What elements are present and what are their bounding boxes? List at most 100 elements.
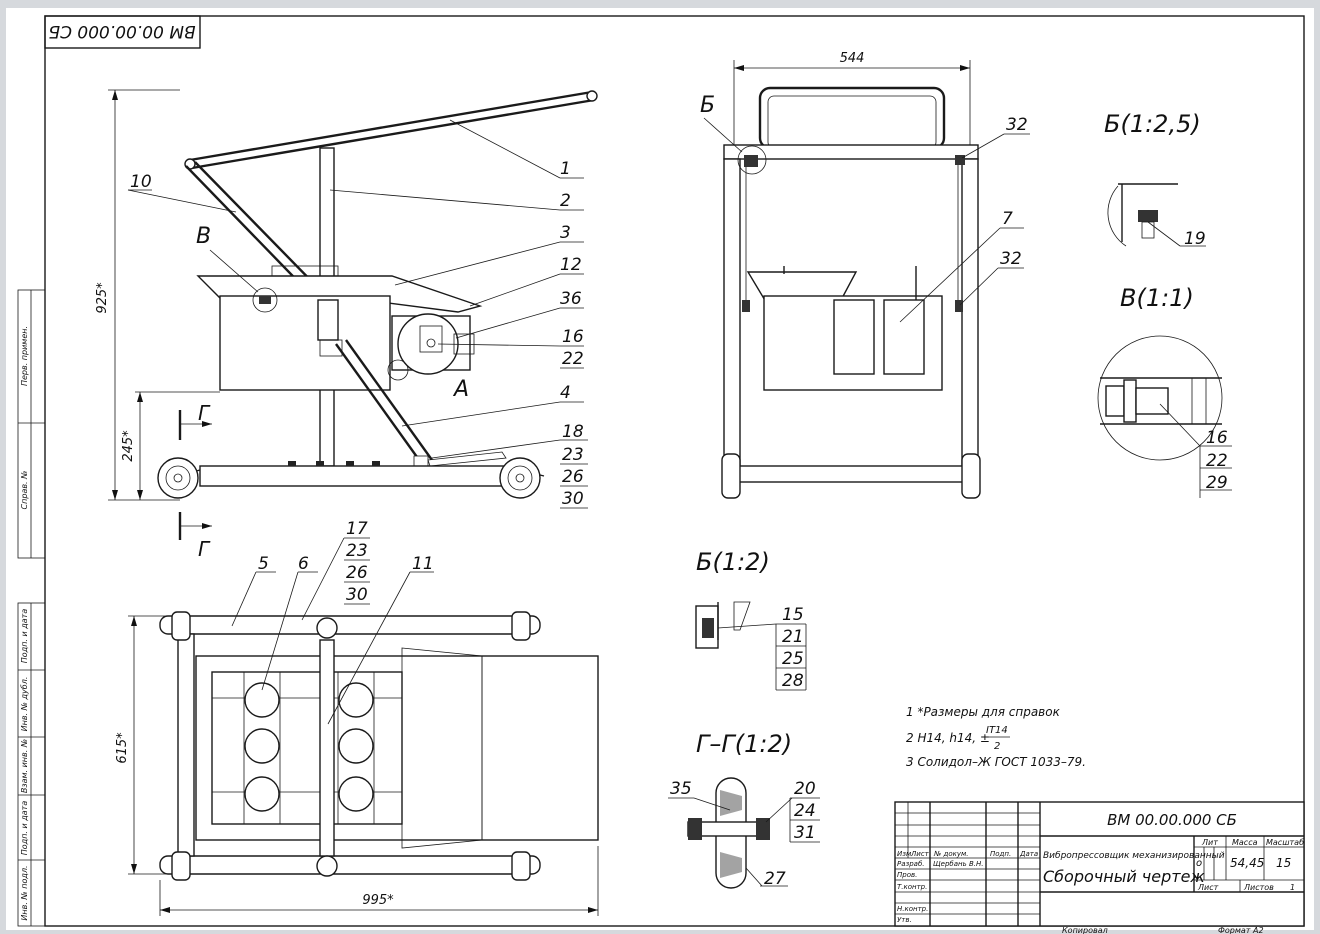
leader-6: 6 — [298, 554, 309, 574]
tb-row-utv: Утв. — [897, 916, 912, 924]
plan-leaders: 17 23 26 30 5 6 11 — [231, 519, 434, 725]
title-block: Изм Лист № докум. Подп. Дата Разраб. Щер… — [894, 801, 1305, 927]
tb-col-doc: № докум. — [933, 850, 969, 858]
leader-v-16: 16 — [1206, 428, 1228, 448]
leader-15: 15 — [782, 605, 804, 625]
tb-code: ВМ 00.00.000 СБ — [1107, 811, 1237, 829]
leader-20: 20 — [794, 779, 816, 799]
leader-35: 35 — [670, 779, 692, 799]
rear-leaders: 32 7 32 — [899, 115, 1030, 323]
tb-doc-type: Сборочный чертеж — [1043, 867, 1205, 886]
tb-sheets-value: 1 — [1290, 883, 1295, 892]
side-strip: Перв. примен. Справ. № Подп. и дата Инв.… — [17, 289, 46, 927]
detail-v11: В(1:1) 16 22 29 — [1097, 284, 1232, 498]
front-view — [157, 90, 598, 499]
note-1: 1 *Размеры для справок — [906, 705, 1061, 719]
title-detail-b12: Б(1:2) — [696, 548, 770, 576]
leader-32b: 32 — [1000, 249, 1022, 269]
leader-1: 1 — [560, 159, 571, 179]
leader-26: 26 — [562, 467, 584, 487]
label-b-rear: Б — [700, 93, 715, 118]
leader-4: 4 — [560, 383, 571, 403]
leader-v-22: 22 — [1206, 451, 1228, 471]
rotated-code-box: ВМ 00.00.000 СБ — [44, 15, 201, 49]
tb-scale-value: 15 — [1276, 856, 1291, 870]
title-section-gg: Г–Г(1:2) — [696, 730, 792, 758]
front-dimensions: 925* 245* — [95, 89, 220, 501]
title-detail-b25: Б(1:2,5) — [1104, 110, 1201, 138]
tb-mass-value: 54,45 — [1230, 856, 1264, 870]
label-g-bottom: Г — [198, 537, 211, 561]
leader-12: 12 — [560, 255, 582, 275]
label-g-top: Г — [198, 401, 211, 425]
section-g-marks: Г Г — [178, 401, 212, 561]
leader-23: 23 — [562, 445, 584, 465]
leader-p-23: 23 — [346, 541, 368, 561]
tb-row-nkontr: Н.контр. — [897, 905, 928, 913]
title-detail-v11: В(1:1) — [1120, 284, 1194, 312]
leader-25: 25 — [782, 649, 804, 669]
tb-row-razrab: Разраб. — [897, 860, 925, 868]
leader-19: 19 — [1184, 229, 1206, 249]
leader-31: 31 — [794, 823, 816, 843]
dim-615: 615* — [115, 732, 130, 764]
label-v-front: В — [196, 224, 211, 249]
plan-dimensions: 615* 995* — [115, 615, 599, 916]
front-leaders: 1 2 3 12 36 16 22 4 18 23 26 30 10 — [127, 119, 588, 509]
leader-24: 24 — [794, 801, 816, 821]
detail-b12: Б(1:2) 15 21 25 28 — [695, 548, 807, 691]
note-2-den: 2 — [994, 741, 1000, 752]
leader-36: 36 — [560, 289, 582, 309]
leader-7: 7 — [1002, 209, 1013, 229]
tb-col-list: Лист — [910, 850, 930, 858]
note-2-num: IT14 — [986, 725, 1008, 736]
tb-scale-header: Масштаб — [1266, 838, 1304, 847]
dim-995: 995* — [362, 893, 394, 908]
leader-17: 17 — [346, 519, 368, 539]
tb-col-izm: Изм — [897, 850, 912, 858]
tb-copied: Копировал — [1062, 926, 1108, 934]
tb-sheet-label: Лист — [1197, 883, 1219, 892]
rotated-code-text: ВМ 00.00.000 СБ — [48, 21, 195, 41]
strip-sprav-no: Справ. № — [20, 471, 29, 510]
tb-mass-header: Масса — [1232, 838, 1258, 847]
note-2: 2 Н14, h14, ± — [906, 731, 990, 745]
strip-perv-primen: Перв. примен. — [20, 326, 29, 386]
label-a-front: А — [452, 377, 469, 402]
dim-245: 245* — [121, 430, 136, 462]
tb-format: Формат А2 — [1218, 926, 1264, 934]
strip-podp-data-1: Подп. и дата — [20, 609, 29, 664]
tb-row-tkontr: Т.контр. — [897, 883, 927, 891]
detail-b25: Б(1:2,5) 19 — [1104, 110, 1206, 249]
leader-28: 28 — [782, 671, 804, 691]
leader-p-26: 26 — [346, 563, 368, 583]
leader-22: 22 — [562, 349, 584, 369]
tb-sheets-label: Листов — [1243, 883, 1274, 892]
tb-col-sign: Подп. — [990, 850, 1011, 858]
leader-18: 18 — [562, 422, 584, 442]
leader-32a: 32 — [1006, 115, 1028, 135]
leader-3: 3 — [560, 223, 571, 243]
rear-view: 544 — [721, 51, 981, 499]
leader-16: 16 — [562, 327, 584, 347]
strip-vzam-inv: Взам. инв. № — [20, 739, 29, 793]
leader-5: 5 — [258, 554, 269, 574]
leader-11: 11 — [412, 554, 434, 574]
leader-30: 30 — [562, 489, 584, 509]
tb-lit-value: о — [1196, 858, 1202, 869]
section-gg: Г–Г(1:2) 35 20 24 31 27 — [668, 730, 820, 889]
tb-product-name: Вибропрессовщик механизированный — [1043, 851, 1225, 861]
strip-podp-data-2: Подп. и дата — [20, 801, 29, 856]
leader-2: 2 — [560, 191, 571, 211]
dim-925: 925* — [95, 282, 110, 314]
leader-27: 27 — [764, 869, 786, 889]
tb-col-date: Дата — [1019, 850, 1038, 858]
leader-21: 21 — [782, 627, 804, 647]
note-3: 3 Солидол–Ж ГОСТ 1033–79. — [906, 755, 1086, 769]
leader-v-29: 29 — [1206, 473, 1228, 493]
notes: 1 *Размеры для справок 2 Н14, h14, ± IT1… — [906, 705, 1086, 769]
leader-10: 10 — [130, 172, 152, 192]
strip-inv-podl: Инв. № подл. — [20, 865, 29, 920]
tb-developer: Щербань В.Н. — [933, 860, 983, 868]
